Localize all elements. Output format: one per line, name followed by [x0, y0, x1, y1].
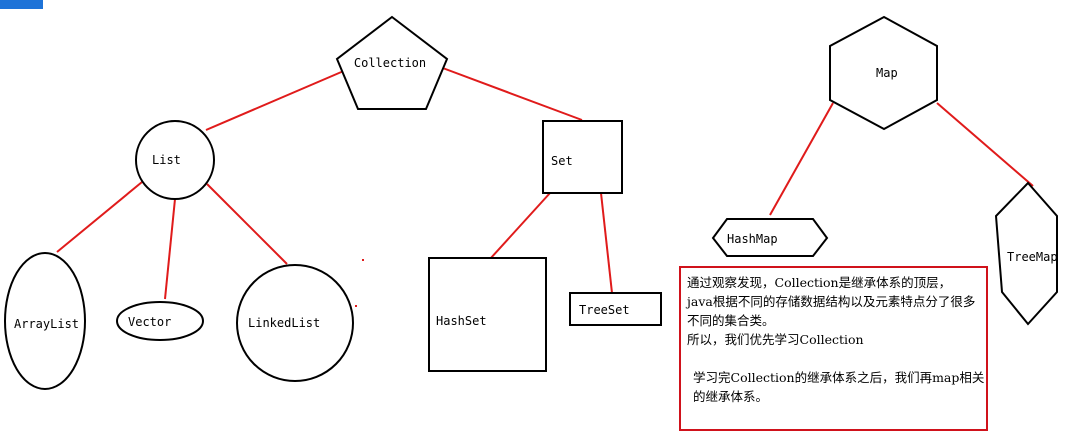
treemap-hexagon — [994, 181, 1058, 326]
linkedlist-circle — [236, 264, 354, 382]
hashset-label: HashSet — [436, 314, 487, 328]
edge-map-treemap — [936, 102, 1034, 187]
vector-ellipse — [116, 301, 204, 341]
note-line: 的继承体系。 — [693, 389, 769, 404]
edge-list-linkedlist — [206, 183, 288, 265]
note-line: 通过观察发现，Collection是继承体系的顶层， — [687, 275, 952, 290]
edge-set-hashset — [489, 192, 551, 260]
set-label: Set — [551, 154, 573, 168]
explanation-note: 通过观察发现，Collection是继承体系的顶层， java根据不同的存储数据… — [679, 266, 988, 431]
collection-label: Collection — [354, 56, 426, 70]
list-label: List — [152, 153, 181, 167]
edge-collection-list — [205, 69, 347, 131]
linkedlist-label: LinkedList — [248, 316, 320, 330]
hashset-square — [428, 257, 547, 372]
treeset-rect — [569, 292, 662, 326]
edges — [56, 66, 1034, 300]
map-label: Map — [876, 66, 898, 80]
set-square — [542, 120, 623, 194]
vector-label: Vector — [128, 315, 171, 329]
edge-map-hashmap — [769, 102, 834, 216]
note-line: java根据不同的存储数据结构以及元素特点分了很多 — [687, 294, 976, 309]
list-circle — [135, 120, 215, 200]
collection-pentagon — [335, 15, 449, 110]
window-corner-tab — [0, 0, 43, 9]
note-spacer — [687, 349, 986, 368]
treeset-label: TreeSet — [579, 303, 630, 317]
map-hexagon — [829, 15, 938, 131]
arraylist-ellipse — [4, 252, 86, 390]
stray-dot — [362, 259, 364, 261]
note-line: 不同的集合类。 — [687, 313, 775, 328]
hashmap-hexagon — [711, 218, 829, 257]
edge-list-vector — [164, 198, 176, 300]
stray-dot — [355, 305, 357, 307]
edge-collection-set — [439, 66, 583, 121]
node-shapes — [4, 15, 1058, 390]
arraylist-label: ArrayList — [14, 317, 79, 331]
hashmap-label: HashMap — [727, 232, 778, 246]
treemap-label: TreeMap — [1007, 250, 1058, 264]
note-line: 学习完Collection的继承体系之后，我们再map相关 — [693, 370, 985, 385]
stray-marks — [355, 259, 364, 307]
node-labels: Collection List Set ArrayList Vector Lin… — [14, 56, 1058, 331]
note-line: 所以，我们优先学习Collection — [687, 332, 864, 347]
edge-list-arraylist — [56, 181, 143, 253]
edge-set-treeset — [600, 192, 613, 294]
